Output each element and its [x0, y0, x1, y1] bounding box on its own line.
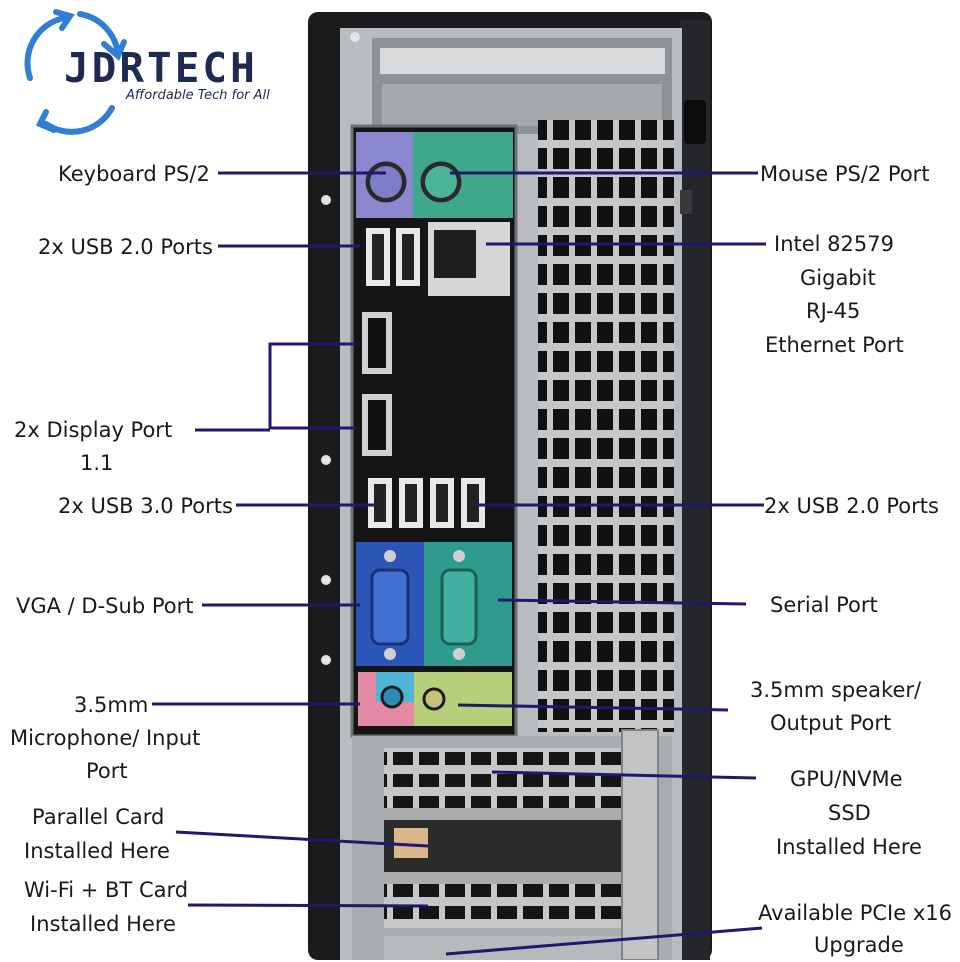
label-mic-line1: 3.5mm — [74, 693, 149, 717]
label-gpu-line1: GPU/NVMe — [790, 767, 903, 791]
label-ethernet-line2: Gigabit — [800, 266, 876, 290]
speaker-jack — [422, 687, 446, 711]
label-wifi-line2: Installed Here — [30, 912, 176, 936]
leader-serial — [497, 598, 747, 606]
label-pcie-line2: Upgrade — [814, 933, 904, 957]
label-gpu-line3: Installed Here — [776, 835, 922, 859]
label-usb3: 2x USB 3.0 Ports — [58, 494, 233, 518]
serial-port — [440, 568, 478, 646]
label-displayport-line2: 1.1 — [80, 451, 114, 475]
label-parallel-line1: Parallel Card — [32, 805, 165, 829]
brand-tagline: Affordable Tech for All — [126, 88, 270, 103]
recycle-arrows-icon — [24, 9, 127, 135]
leader-displayport — [268, 342, 356, 430]
label-speaker-line1: 3.5mm speaker/ — [750, 678, 922, 702]
screw — [321, 195, 331, 205]
label-gpu-line2: SSD — [828, 801, 871, 825]
screw — [321, 455, 331, 465]
case-latch — [684, 100, 706, 144]
label-mic-line2: Microphone/ Input — [10, 726, 201, 750]
label-mic-line3: Port — [86, 759, 128, 783]
leader-speaker — [457, 703, 729, 712]
leader-pcie — [445, 926, 763, 956]
screw — [321, 655, 331, 665]
label-ethernet-line4: Ethernet Port — [765, 333, 904, 357]
label-displayport-line1: 2x Display Port — [14, 418, 173, 442]
label-pcie-line1: Available PCIe x16 — [758, 901, 952, 925]
label-usb2-top: 2x USB 2.0 Ports — [38, 235, 213, 259]
vent-grille — [538, 120, 674, 732]
slot-gpu — [384, 748, 634, 808]
label-parallel-line2: Installed Here — [24, 839, 170, 863]
leader-lines — [152, 171, 766, 956]
brand-name: JDRTECH — [64, 44, 258, 92]
label-keyboard-ps2: Keyboard PS/2 — [58, 162, 210, 186]
rj45-port — [434, 230, 476, 278]
label-ethernet-line3: RJ-45 — [806, 299, 861, 323]
label-vga: VGA / D-Sub Port — [16, 594, 194, 618]
screw — [350, 32, 360, 42]
leader-parallel — [175, 830, 429, 848]
label-usb2-bottom: 2x USB 2.0 Ports — [764, 494, 939, 518]
case-side-panel — [680, 20, 710, 960]
label-serial: Serial Port — [770, 593, 878, 617]
vga-port — [370, 568, 410, 646]
screw — [321, 575, 331, 585]
mic-jack — [380, 685, 404, 709]
label-speaker-line2: Output Port — [770, 711, 892, 735]
label-wifi-line1: Wi-Fi + BT Card — [24, 878, 189, 902]
label-ethernet-line1: Intel 82579 — [774, 232, 894, 256]
leader-wifi — [187, 903, 429, 908]
leader-gpu — [491, 770, 757, 780]
label-mouse-ps2: Mouse PS/2 Port — [760, 162, 930, 186]
